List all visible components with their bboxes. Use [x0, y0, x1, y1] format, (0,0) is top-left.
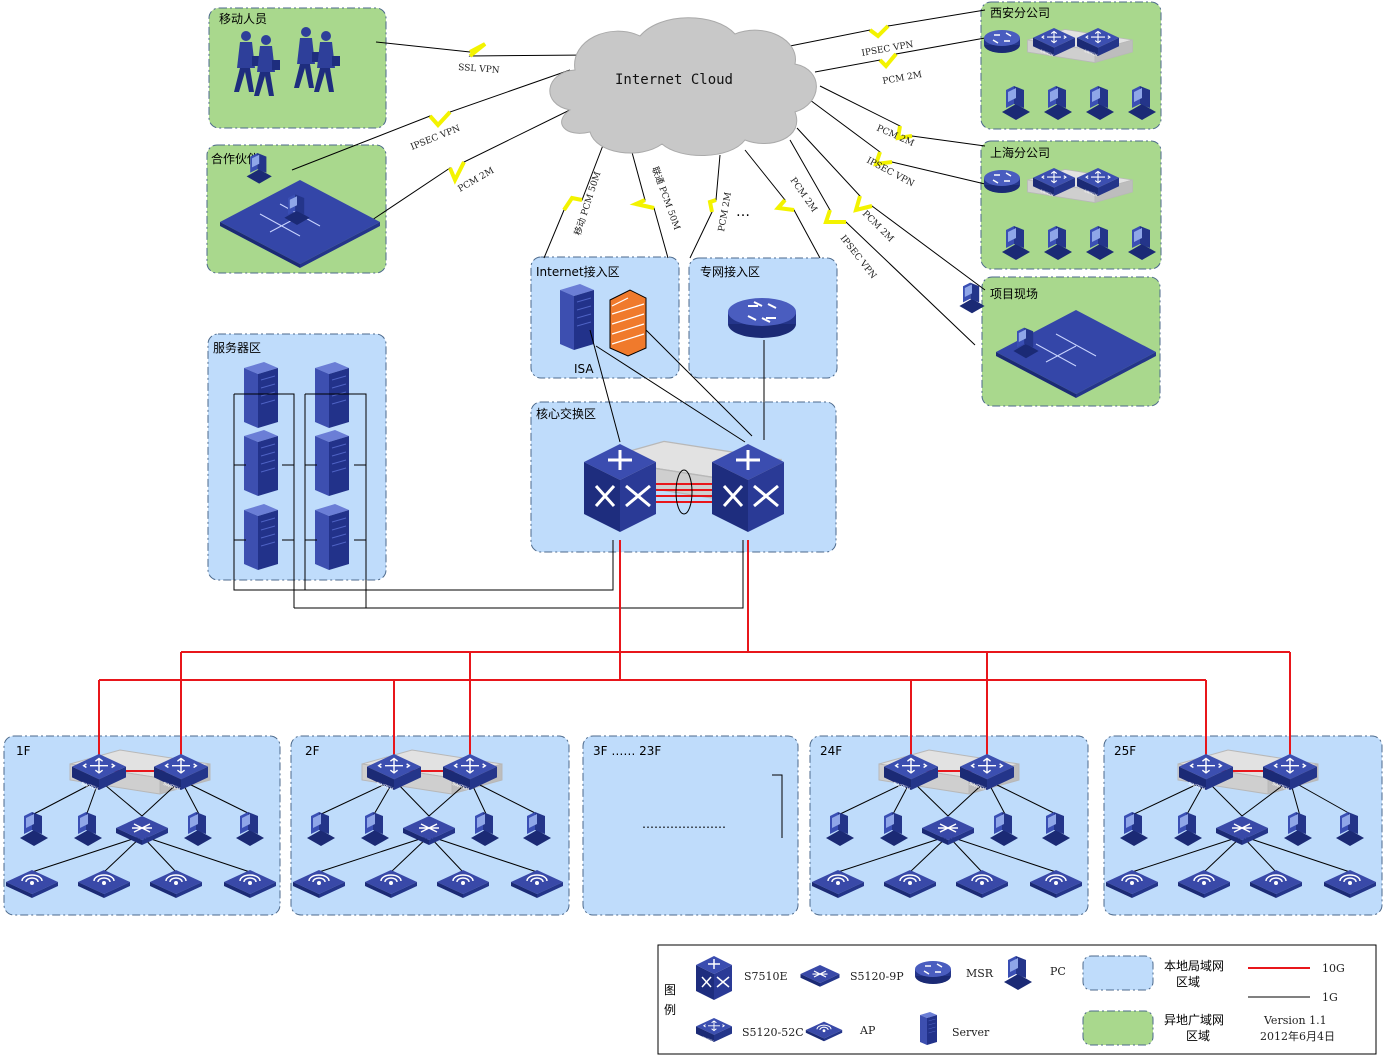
legend-1g: 1G: [1322, 991, 1338, 1004]
legend-s5120-52c: S5120-52C: [742, 1026, 804, 1039]
title-partner: 合作伙伴: [211, 151, 259, 166]
link-partner-pcm: [371, 104, 581, 221]
zone-server: [207, 333, 387, 581]
title-xian: 西安分公司: [990, 5, 1050, 20]
floor-link: [1131, 835, 1243, 873]
lightning-bolts: [428, 24, 913, 224]
label-partner-ipsec: IPSEC VPN: [409, 124, 462, 153]
floor-24-label: 24F: [820, 744, 842, 758]
floor-link: [31, 835, 143, 873]
floor-dots: …………………: [642, 817, 726, 831]
floor-link: [469, 779, 542, 817]
floor-link: [180, 779, 255, 817]
zone-xian: [980, 1, 1162, 130]
floor-2-label: 2F: [305, 744, 320, 758]
legend-lan-2: 区域: [1176, 975, 1200, 989]
title-server: 服务器区: [213, 340, 261, 355]
floor-3-23-label: 3F …… 23F: [593, 744, 661, 758]
title-site: 项目现场: [990, 287, 1038, 301]
title-internet: Internet接入区: [536, 264, 620, 279]
zone-shanghai: [980, 140, 1162, 270]
legend-date: 2012年6月4日: [1260, 1029, 1335, 1043]
floor-network: [1105, 749, 1377, 899]
label-unicom-pcm: 联通 PCM 50M: [649, 165, 682, 231]
floor-1-label: 1F: [16, 744, 31, 758]
legend-server: Server: [952, 1026, 990, 1039]
label-mobile-pcm: 移动 PCM 50M: [571, 170, 603, 237]
legend-title-2: 例: [664, 1003, 676, 1017]
legend-wan-2: 区域: [1186, 1029, 1210, 1043]
internet-cloud: Internet Cloud: [549, 17, 817, 156]
legend-title-1: 图: [664, 983, 676, 997]
floor-link: [141, 835, 251, 873]
floor-link: [318, 835, 430, 873]
floor-link: [428, 835, 538, 873]
server-cluster: [233, 361, 744, 609]
isa-device: ISA: [559, 283, 647, 376]
legend-pc: PC: [1050, 965, 1066, 978]
title-mobile: 移动人员: [219, 12, 267, 26]
floor-link: [947, 835, 1057, 873]
zone-titles: 移动人员 合作伙伴 西安分公司 上海分公司 项目现场 服务器区 Internet…: [211, 5, 1050, 421]
legend-lan-1: 本地局域网: [1164, 959, 1224, 973]
label-site-pcm: PCM 2M: [860, 209, 895, 244]
cloud-label: Internet Cloud: [615, 72, 733, 88]
label-ssl-vpn: SSL VPN: [458, 63, 500, 76]
floor-link: [837, 835, 949, 873]
floor-link: [1241, 835, 1351, 873]
link-pcm-2m: [689, 154, 721, 259]
legend-msr: MSR: [966, 967, 994, 980]
legend-ap: AP: [859, 1024, 876, 1037]
backbone-10g: [98, 540, 1291, 760]
label-xian-pcm: PCM 2M: [882, 70, 923, 87]
title-core: 核心交换区: [536, 406, 596, 421]
label-xian-ipsec: IPSEC VPN: [861, 40, 915, 59]
floor-network: [811, 749, 1083, 899]
legend-version: Version 1.1: [1263, 1014, 1327, 1027]
label-pcm-2m: PCM 2M: [717, 191, 734, 232]
legend-s5120-9p: S5120-9P: [850, 970, 904, 983]
label-sh-pcm: PCM 2M: [875, 124, 916, 149]
label-more-links: …: [736, 204, 750, 220]
legend-10g: 10G: [1322, 962, 1345, 975]
floor-labels: 1F 2F 3F …… 23F 24F 25F …………………: [16, 744, 1136, 838]
zone-floor-3-23: [582, 735, 799, 916]
legend-wan-1: 异地广域网: [1164, 1013, 1224, 1027]
floor-network: [5, 749, 277, 899]
zone-mobile: [208, 7, 387, 129]
floor-25-label: 25F: [1114, 744, 1136, 758]
private-router: [727, 297, 797, 339]
title-shanghai: 上海分公司: [990, 145, 1050, 160]
isa-label: ISA: [574, 362, 594, 376]
label-site-ipsec: IPSEC VPN: [838, 234, 878, 282]
core-switches: [582, 329, 786, 534]
title-private: 专网接入区: [700, 264, 760, 279]
floor-link: [1289, 779, 1355, 817]
legend: 图 例 S7510E S5120-9P MSR PC 本地局域网 区域 10G …: [657, 944, 1377, 1055]
floor-network: [292, 749, 564, 899]
label-partner-pcm: PCM 2M: [457, 166, 497, 195]
floor-link: [986, 779, 1061, 817]
legend-s7510e: S7510E: [744, 970, 788, 983]
floor-networks: [5, 749, 1377, 899]
